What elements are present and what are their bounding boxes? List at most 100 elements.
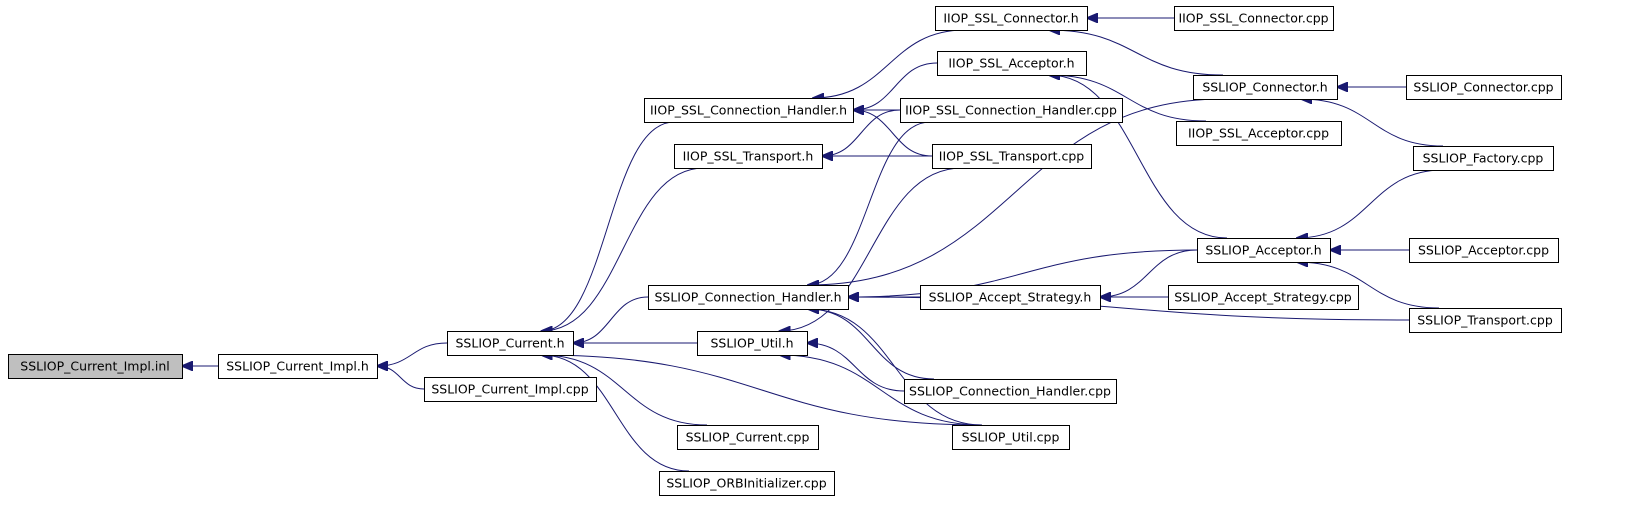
node-iiop-ssl-connection-handler-cpp[interactable]: IIOP_SSL_Connection_Handler.cpp xyxy=(900,98,1123,123)
node-label: SSLIOP_Connector.cpp xyxy=(1413,80,1553,95)
node-box xyxy=(648,285,849,310)
node-box xyxy=(900,98,1123,123)
edge-n5-to-n2 xyxy=(542,167,705,331)
node-ssliop-factory-cpp[interactable]: SSLIOP_Factory.cpp xyxy=(1413,146,1554,171)
node-iiop-ssl-connection-handler-h[interactable]: IIOP_SSL_Connection_Handler.h xyxy=(644,98,854,123)
node-label: SSLIOP_Transport.cpp xyxy=(1417,313,1553,328)
edge-n2-to-n1 xyxy=(377,342,448,366)
node-label: SSLIOP_Accept_Strategy.cpp xyxy=(1174,290,1352,305)
node-ssliop-orbinitializer-cpp[interactable]: SSLIOP_ORBInitializer.cpp xyxy=(659,471,835,496)
node-label: IIOP_SSL_Connection_Handler.h xyxy=(650,103,847,118)
node-label: SSLIOP_Current.h xyxy=(456,336,565,351)
node-ssliop-current-impl-inl[interactable]: SSLIOP_Current_Impl.inl xyxy=(8,354,183,379)
node-box xyxy=(920,285,1101,310)
node-label: SSLIOP_Acceptor.h xyxy=(1205,243,1321,258)
node-ssliop-util-h[interactable]: SSLIOP_Util.h xyxy=(697,331,808,356)
node-box xyxy=(424,377,597,402)
node-box xyxy=(937,51,1087,76)
node-box xyxy=(1174,6,1334,31)
edge-n9-to-n2 xyxy=(542,355,690,472)
edge-n6-to-n2 xyxy=(573,296,649,343)
node-label: IIOP_SSL_Connector.h xyxy=(943,11,1078,26)
node-box xyxy=(1413,146,1554,171)
edge-n12-to-n5 xyxy=(822,109,901,156)
node-box xyxy=(932,144,1092,169)
node-ssliop-current-h[interactable]: SSLIOP_Current.h xyxy=(447,331,574,356)
node-box xyxy=(1176,121,1342,146)
node-box xyxy=(1409,308,1562,333)
edge-n20-to-n6 xyxy=(848,249,1198,297)
node-box xyxy=(1197,238,1331,263)
node-iiop-ssl-transport-h[interactable]: IIOP_SSL_Transport.h xyxy=(674,144,823,169)
node-label: IIOP_SSL_Connector.cpp xyxy=(1178,11,1328,26)
edge-n16-to-n2 xyxy=(542,355,983,426)
edge-n10-to-n4 xyxy=(813,29,966,98)
node-box xyxy=(644,98,854,123)
node-ssliop-current-cpp[interactable]: SSLIOP_Current.cpp xyxy=(677,425,819,450)
edge-n16-to-n6 xyxy=(808,309,983,426)
node-box xyxy=(1193,75,1338,100)
node-ssliop-connection-handler-cpp[interactable]: SSLIOP_Connection_Handler.cpp xyxy=(904,379,1117,404)
node-iiop-ssl-connector-cpp[interactable]: IIOP_SSL_Connector.cpp xyxy=(1174,6,1334,31)
node-iiop-ssl-connector-h[interactable]: IIOP_SSL_Connector.h xyxy=(935,6,1088,31)
node-ssliop-util-cpp[interactable]: SSLIOP_Util.cpp xyxy=(952,425,1070,450)
node-ssliop-accept-strategy-h[interactable]: SSLIOP_Accept_Strategy.h xyxy=(920,285,1101,310)
node-label: SSLIOP_Current_Impl.h xyxy=(226,359,369,374)
edge-n8-to-n2 xyxy=(542,355,708,426)
node-ssliop-acceptor-cpp[interactable]: SSLIOP_Acceptor.cpp xyxy=(1409,238,1559,263)
node-label: SSLIOP_Util.cpp xyxy=(962,430,1060,445)
node-label: SSLIOP_Factory.cpp xyxy=(1423,151,1544,166)
node-label: SSLIOP_Current.cpp xyxy=(686,430,810,445)
node-box xyxy=(1406,75,1562,100)
edge-n15-to-n6 xyxy=(808,309,935,380)
edge-n19-to-n11 xyxy=(1049,75,1207,122)
node-label: IIOP_SSL_Acceptor.cpp xyxy=(1188,126,1329,141)
node-box xyxy=(659,471,835,496)
edge-n20-to-n14 xyxy=(1100,249,1198,297)
node-box xyxy=(8,354,183,379)
node-label: SSLIOP_Connection_Handler.h xyxy=(654,290,841,305)
node-box xyxy=(1168,285,1359,310)
node-label: SSLIOP_Current_Impl.cpp xyxy=(431,382,588,397)
node-ssliop-transport-cpp[interactable]: SSLIOP_Transport.cpp xyxy=(1409,308,1562,333)
node-label: IIOP_SSL_Transport.cpp xyxy=(939,149,1085,164)
node-iiop-ssl-acceptor-h[interactable]: IIOP_SSL_Acceptor.h xyxy=(937,51,1087,76)
node-ssliop-connector-h[interactable]: SSLIOP_Connector.h xyxy=(1193,75,1338,100)
node-iiop-ssl-transport-cpp[interactable]: IIOP_SSL_Transport.cpp xyxy=(932,144,1092,169)
edge-n13-to-n4 xyxy=(853,110,933,157)
edge-n3-to-n1 xyxy=(377,366,425,390)
edge-n25-to-n20 xyxy=(1297,262,1440,309)
node-label: SSLIOP_Connection_Handler.cpp xyxy=(909,384,1111,399)
node-ssliop-current-impl-cpp[interactable]: SSLIOP_Current_Impl.cpp xyxy=(424,377,597,402)
node-label: IIOP_SSL_Connection_Handler.cpp xyxy=(905,103,1117,118)
node-label: SSLIOP_Current_Impl.inl xyxy=(20,359,169,374)
node-ssliop-connection-handler-h[interactable]: SSLIOP_Connection_Handler.h xyxy=(648,285,849,310)
edge-n23-to-n20 xyxy=(1297,169,1444,238)
node-label: SSLIOP_Connector.h xyxy=(1202,80,1327,95)
node-ssliop-connector-cpp[interactable]: SSLIOP_Connector.cpp xyxy=(1406,75,1562,100)
node-label: SSLIOP_Accept_Strategy.h xyxy=(929,290,1092,305)
node-ssliop-acceptor-h[interactable]: SSLIOP_Acceptor.h xyxy=(1197,238,1331,263)
node-label: SSLIOP_ORBInitializer.cpp xyxy=(666,476,826,491)
edge-n13-to-n7 xyxy=(780,167,963,331)
node-ssliop-accept-strategy-cpp[interactable]: SSLIOP_Accept_Strategy.cpp xyxy=(1168,285,1359,310)
edge-n4-to-n2 xyxy=(542,121,675,331)
node-ssliop-current-impl-h[interactable]: SSLIOP_Current_Impl.h xyxy=(218,354,378,379)
node-box xyxy=(935,6,1088,31)
edge-n15-to-n7 xyxy=(807,343,905,392)
node-label: SSLIOP_Acceptor.cpp xyxy=(1418,243,1549,258)
edge-n23-to-n18 xyxy=(1301,99,1444,147)
edge-n11-to-n4 xyxy=(853,62,938,110)
edge-n20-to-n11 xyxy=(1049,75,1228,239)
node-iiop-ssl-acceptor-cpp[interactable]: IIOP_SSL_Acceptor.cpp xyxy=(1176,121,1342,146)
node-box xyxy=(218,354,378,379)
edge-n18-to-n10 xyxy=(1049,30,1224,76)
node-box xyxy=(1409,238,1559,263)
edge-n12-to-n6 xyxy=(808,121,931,285)
node-box xyxy=(904,379,1117,404)
node-box xyxy=(677,425,819,450)
edge-n16-to-n7 xyxy=(780,355,983,426)
node-box xyxy=(697,331,808,356)
